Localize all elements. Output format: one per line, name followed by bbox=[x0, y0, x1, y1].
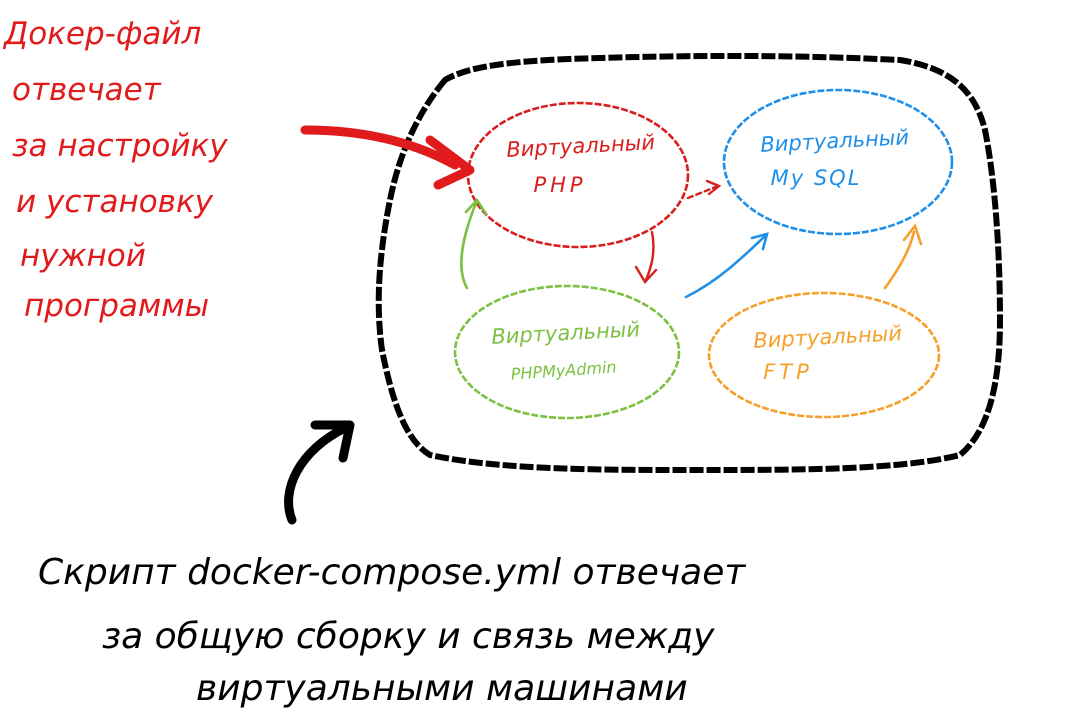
ftp-to-mysql-arrow bbox=[883, 230, 916, 290]
dockerfile-annotation-line: программы bbox=[24, 288, 209, 324]
php-to-phpmyadmin-arrow bbox=[644, 230, 655, 282]
compose-arrow-head bbox=[310, 420, 355, 463]
php-node-title: Виртуальный bbox=[506, 130, 656, 162]
phpmyadmin-to-php-arrow bbox=[460, 201, 478, 290]
compose-annotation: Скрипт docker-compose.yml отвечает за об… bbox=[38, 552, 746, 709]
php-to-mysql-arrow-head bbox=[705, 179, 722, 196]
phpmyadmin-node-label: PHPMyAdmin bbox=[510, 357, 617, 383]
docker-compose-container bbox=[375, 52, 1003, 473]
phpmyadmin-node bbox=[453, 284, 681, 420]
dockerfile-annotation-line: и установку bbox=[16, 184, 214, 220]
dockerfile-annotation-line: за настройку bbox=[12, 128, 228, 164]
dockerfile-annotation-line: отвечает bbox=[12, 72, 162, 108]
mysql-node bbox=[722, 88, 954, 236]
dockerfile-arrow-head bbox=[425, 135, 475, 190]
dockerfile-annotation-line: Докер-файл bbox=[2, 16, 201, 52]
compose-annotation-line: за общую сборку и связь между bbox=[102, 616, 715, 657]
php-node-label: PHP bbox=[533, 173, 586, 197]
mysql-node-title: Виртуальный bbox=[760, 125, 910, 157]
dockerfile-annotation: Докер-файл отвечает за настройку и устан… bbox=[2, 16, 228, 324]
compose-annotation-line: Скрипт docker-compose.yml отвечает bbox=[38, 552, 746, 593]
phpmyadmin-node-title: Виртуальный bbox=[491, 317, 641, 349]
compose-annotation-line: виртуальными машинами bbox=[196, 668, 688, 709]
compose-arrow bbox=[284, 423, 350, 525]
phpmyadmin-to-mysql-arrow bbox=[684, 234, 767, 299]
php-to-mysql-arrow bbox=[686, 184, 720, 200]
phpmyadmin-to-php-arrow-head bbox=[464, 197, 488, 216]
php-to-phpmyadmin-arrow-head bbox=[634, 265, 658, 284]
ftp-node-title: Виртуальный bbox=[753, 321, 903, 353]
ftp-to-mysql-arrow-head bbox=[902, 223, 923, 246]
mysql-node-label: My SQL bbox=[771, 166, 862, 190]
php-node bbox=[466, 101, 690, 249]
phpmyadmin-to-mysql-arrow-head bbox=[750, 232, 769, 251]
dockerfile-arrow bbox=[300, 125, 460, 170]
dockerfile-annotation-line: нужной bbox=[20, 238, 146, 274]
ftp-node-label: FTP bbox=[763, 360, 813, 384]
ftp-node bbox=[707, 291, 941, 419]
